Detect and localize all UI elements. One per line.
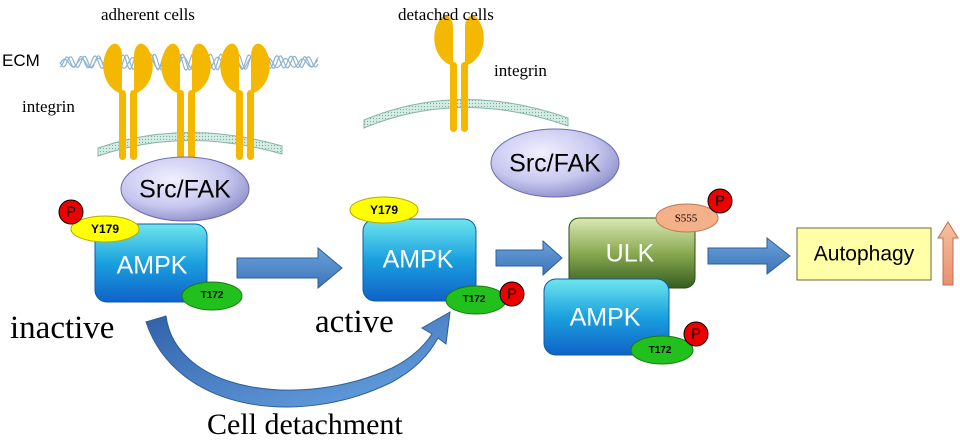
t172-site-right [630,335,694,365]
ampk-label-inactive: AMPK [116,251,188,280]
autophagy-box [796,227,932,281]
ampk-inactive-box [94,223,208,303]
adherent-cells-label: adherent cells [101,5,195,24]
src-fak-label-adherent: Src/FAK [139,175,231,204]
ampk-active-box [362,218,477,302]
integrin-label-detached: integrin [494,61,547,80]
phospho-s555 [707,188,733,214]
detached-cells-label: detached cells [398,5,494,24]
ulk-label: ULK [605,239,655,268]
p-label-y179-left: P [65,203,77,221]
phospho-y179-left [58,199,84,225]
autophagy-label: Autophagy [813,242,915,266]
src-fak-label-detached: Src/FAK [509,149,601,178]
t172-label-mid: T172 [462,294,486,305]
ecm-fiber [59,53,319,71]
inactive-label: inactive [10,310,115,346]
integrin-detached [434,15,484,132]
y179-label-left: Y179 [90,222,120,236]
increase-arrow-icon [937,221,959,286]
src-fak-detached [490,128,620,198]
p-label-t172-right: P [690,325,702,343]
ampk-complex-box [543,278,670,356]
y179-label-mid: Y179 [369,203,399,217]
y179-site-left [70,215,140,243]
y179-site-mid [349,196,419,224]
p-label-s555: P [714,192,726,210]
src-fak-adherent [120,156,250,222]
t172-label-left: T172 [200,290,224,301]
p-label-t172-mid: P [506,285,518,303]
active-label: active [315,304,394,340]
integrin-label-adherent: integrin [22,97,75,116]
cell-detachment-arrow [145,311,451,408]
phospho-t172-mid [499,281,525,307]
autophagy-arrow [707,236,791,276]
t172-label-right: T172 [648,345,672,356]
cell-detachment-label: Cell detachment [207,408,403,441]
ulk-arrow [495,239,563,277]
ampk-label-active: AMPK [382,245,454,274]
ecm-label: ECM [2,51,40,70]
activation-arrow [236,246,343,290]
s555-label: S555 [674,212,698,225]
ampk-label-complex: AMPK [569,303,641,332]
s555-site [655,203,719,233]
t172-site-left [181,281,243,311]
cell-membrane-detached [363,99,569,129]
phospho-t172-right [683,321,709,347]
